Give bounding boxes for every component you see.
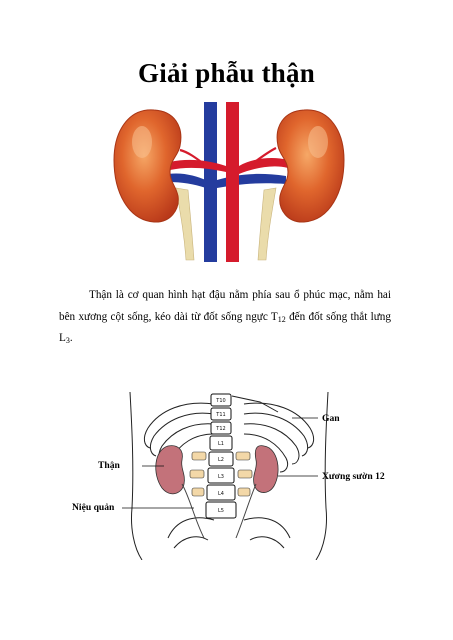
spine	[205, 393, 237, 519]
right-kidney	[276, 109, 345, 223]
vertebra-label: T10	[215, 398, 225, 404]
anatomy-sketch: T10 T11 T12 L1 L2 L3 L4 L5	[122, 391, 329, 560]
label-than: Thận	[98, 460, 120, 471]
vertebra-label: T11	[215, 412, 225, 418]
label-xuong-suon: Xương sườn 12	[322, 471, 385, 482]
kidney-illustration	[113, 102, 345, 262]
label-nieu-quan: Niệu quản	[72, 502, 115, 513]
right-kidney-sketch	[253, 445, 279, 493]
aorta	[226, 102, 239, 262]
vertebra-label: L2	[218, 457, 224, 463]
renal-artery-left	[170, 159, 226, 172]
left-kidney	[113, 109, 182, 223]
left-kidney-sketch	[155, 445, 185, 495]
renal-artery-right	[239, 158, 288, 174]
renal-vein-left	[168, 173, 206, 188]
page-title: Giải phẫu thận	[138, 58, 315, 88]
vena-cava	[204, 102, 217, 262]
body-paragraph: Thận là cơ quan hình hạt đậu nằm phía sa…	[59, 289, 391, 345]
right-ureter	[257, 187, 277, 261]
left-ureter	[175, 187, 195, 261]
vertebra-label: L3	[218, 474, 224, 480]
vertebra-label: T12	[215, 426, 225, 432]
vertebra-label: L4	[218, 491, 224, 497]
vertebra-label: L1	[218, 441, 224, 447]
vertebra-label: L5	[218, 508, 224, 514]
label-gan: Gan	[322, 413, 340, 424]
